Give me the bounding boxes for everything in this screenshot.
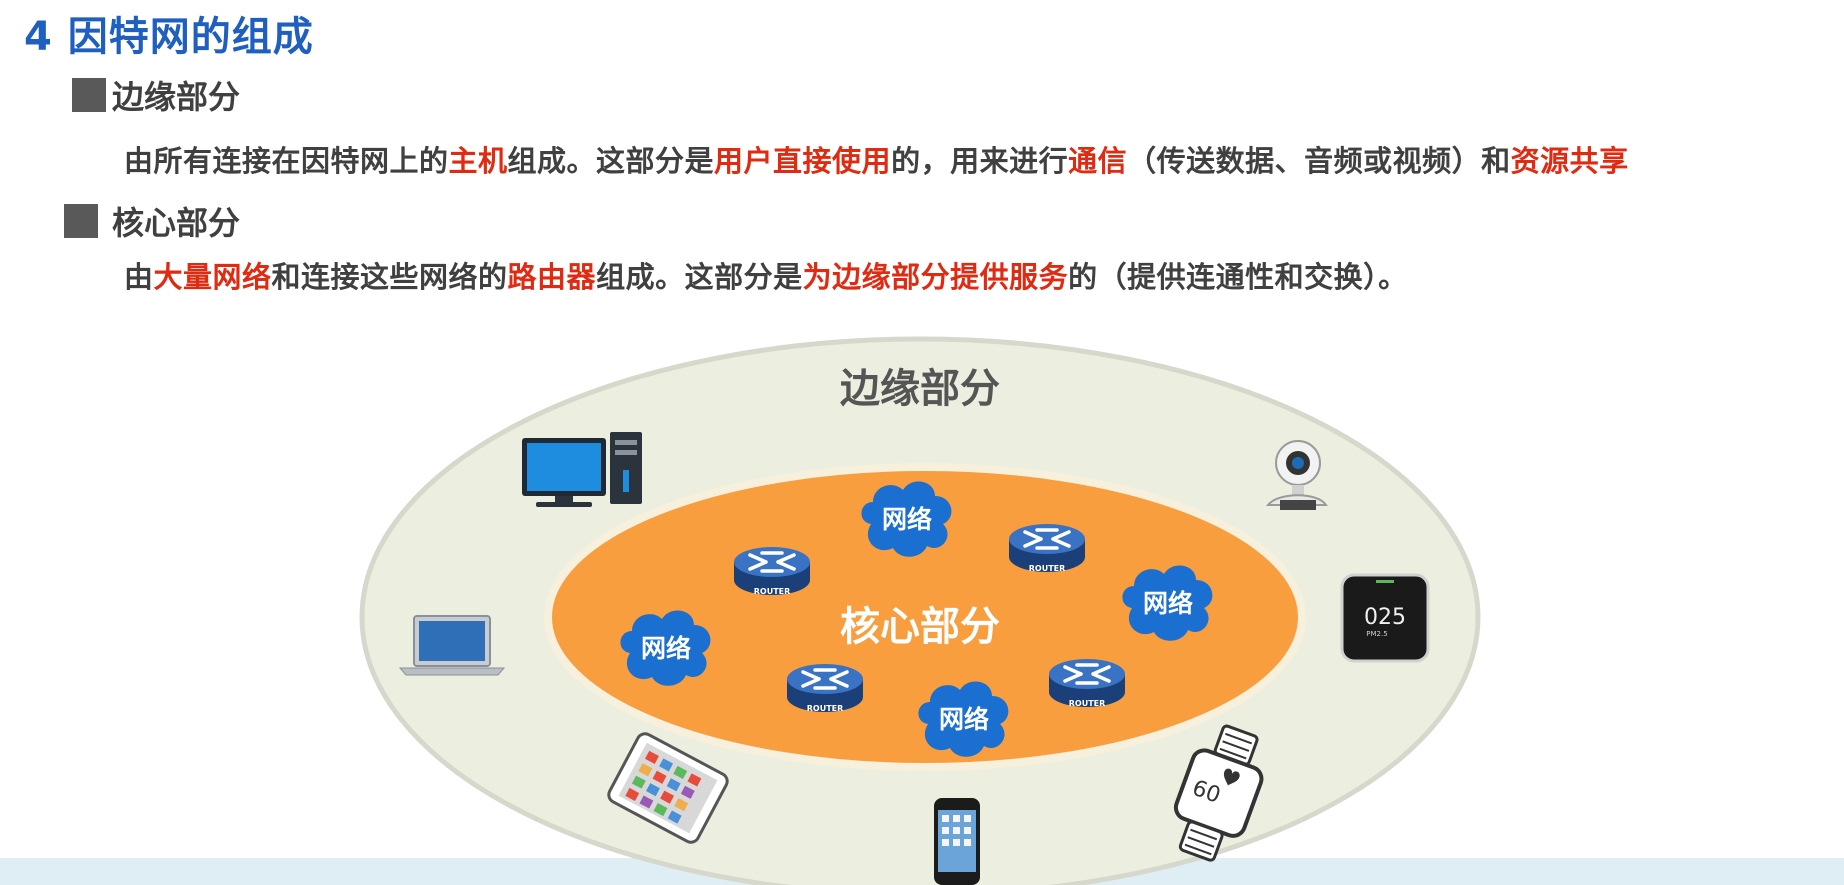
network-cloud: 网络 (861, 481, 952, 557)
router-icon: ROUTER (785, 662, 865, 714)
edge-description: 由所有连接在因特网上的主机组成。这部分是用户直接使用的，用来进行通信（传送数据、… (124, 138, 1629, 180)
text-segment: 由 (124, 260, 154, 294)
router-icon: ROUTER (732, 545, 812, 597)
core-description: 由大量网络和连接这些网络的路由器组成。这部分是为边缘部分提供服务的（提供连通性和… (124, 254, 1408, 296)
air-sensor-value: 025 (1364, 605, 1406, 630)
webcam-icon (1265, 440, 1328, 510)
smartphone-icon (934, 798, 980, 885)
router-label: ROUTER (754, 587, 791, 596)
page-title: 4 因特网的组成 (24, 14, 314, 60)
laptop-icon (398, 615, 506, 676)
network-label: 网络 (1143, 589, 1193, 618)
network-cloud: 网络 (620, 610, 711, 686)
text-segment: 由所有连接在因特网上的 (124, 144, 449, 178)
tablet-icon (607, 732, 729, 844)
highlight-text: 通信 (1068, 144, 1128, 178)
router-label: ROUTER (1069, 699, 1106, 708)
air-sensor-caption: PM2.5 (1366, 630, 1387, 638)
highlight-text: 路由器 (507, 260, 597, 294)
text-segment: （传送数据、音频或视频）和 (1127, 144, 1511, 178)
highlight-text: 用户直接使用 (714, 144, 892, 178)
router-label: ROUTER (1029, 564, 1066, 573)
network-label: 网络 (939, 705, 989, 734)
edge-heading-row: 边缘部分 (72, 72, 240, 118)
edge-heading: 边缘部分 (112, 78, 241, 116)
core-heading-row: 核心部分 (64, 198, 240, 244)
bullet-square-icon (72, 78, 106, 112)
core-heading: 核心部分 (112, 204, 241, 242)
bullet-square-icon (64, 204, 98, 238)
network-label: 网络 (641, 634, 691, 663)
smartwatch-icon: 60 (1173, 724, 1264, 862)
text-segment: 组成。这部分是 (507, 144, 715, 178)
network-cloud: 网络 (1122, 565, 1213, 641)
edge-region-label: 边缘部分 (840, 366, 1000, 412)
text-segment: 和连接这些网络的 (271, 260, 508, 294)
router-icon: ROUTER (1007, 522, 1087, 574)
text-segment: 组成。这部分是 (596, 260, 803, 294)
router-label: ROUTER (807, 704, 844, 713)
text-segment: 的，用来进行 (891, 144, 1069, 178)
core-region-label: 核心部分 (840, 604, 1000, 650)
highlight-text: 资源共享 (1510, 144, 1629, 178)
highlight-text: 主机 (448, 144, 508, 178)
network-cloud: 网络 (918, 681, 1009, 757)
highlight-text: 为边缘部分提供服务 (802, 260, 1069, 294)
air-sensor-icon: 025 PM2.5 (1340, 573, 1430, 663)
desktop-computer-icon (522, 432, 642, 507)
text-segment: 的（提供连通性和交换）。 (1068, 260, 1408, 294)
highlight-text: 大量网络 (153, 260, 272, 294)
router-icon: ROUTER (1047, 657, 1127, 709)
network-label: 网络 (882, 505, 932, 534)
